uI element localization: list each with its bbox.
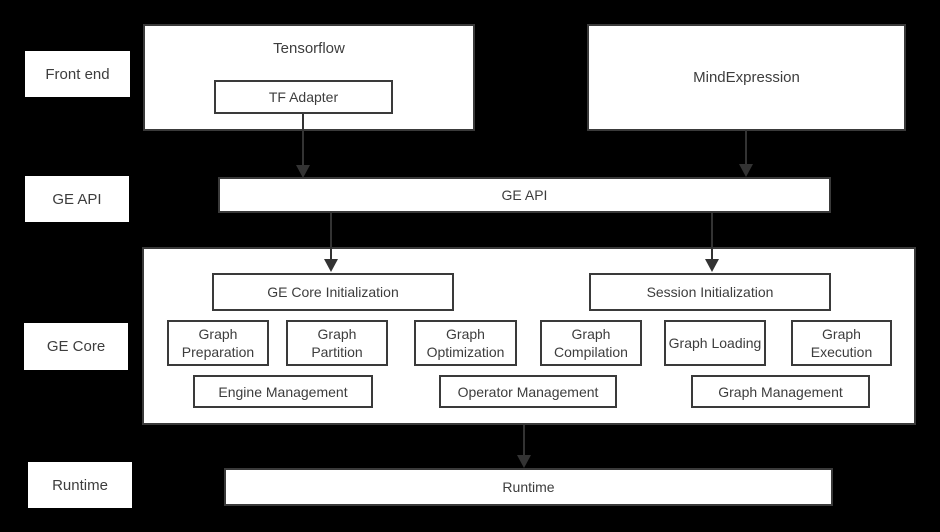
mindexpression-box: MindExpression [587,24,906,131]
ge-core-initialization-box: GE Core Initialization [212,273,454,311]
arrow-head-icon [705,259,719,272]
arrow-head-icon [324,259,338,272]
arrow-stem [711,213,713,261]
arrow-stem [745,130,747,166]
management-box-engine-management: Engine Management [193,375,373,408]
runtime-bar: Runtime [224,468,833,506]
ge-core-box: GE Core Initialization Session Initializ… [142,247,916,425]
management-box-graph-management: Graph Management [691,375,870,408]
arrow-ge-core-to-runtime [517,425,531,468]
module-box-graph-optimization: Graph Optimization [414,320,517,366]
layer-label-ge-core: GE Core [24,323,128,370]
module-box-graph-preparation: Graph Preparation [167,320,269,366]
arrow-ge-api-to-session-initialization [705,213,719,272]
module-box-graph-loading: Graph Loading [664,320,766,366]
tensorflow-box: Tensorflow TF Adapter [143,24,475,131]
tf-adapter-box: TF Adapter [214,80,393,114]
arrow-head-icon [296,165,310,178]
arrow-head-icon [739,164,753,177]
layer-label-front-end: Front end [25,51,130,97]
arrow-head-icon [517,455,531,468]
module-box-graph-partition: Graph Partition [286,320,388,366]
tensorflow-label: Tensorflow [273,40,345,57]
arrow-tf-adapter-to-ge-api [296,114,310,178]
layer-label-ge-api: GE API [25,176,129,222]
layer-label-runtime: Runtime [28,462,132,508]
arrow-stem [302,114,304,167]
arrow-stem [330,213,332,261]
management-box-operator-management: Operator Management [439,375,617,408]
ge-api-bar: GE API [218,177,831,213]
arrow-ge-api-to-ge-core-initialization [324,213,338,272]
session-initialization-box: Session Initialization [589,273,831,311]
arrow-mindexpression-to-ge-api [739,130,753,177]
module-box-graph-execution: Graph Execution [791,320,892,366]
arrow-stem [523,425,525,457]
module-box-graph-compilation: Graph Compilation [540,320,642,366]
